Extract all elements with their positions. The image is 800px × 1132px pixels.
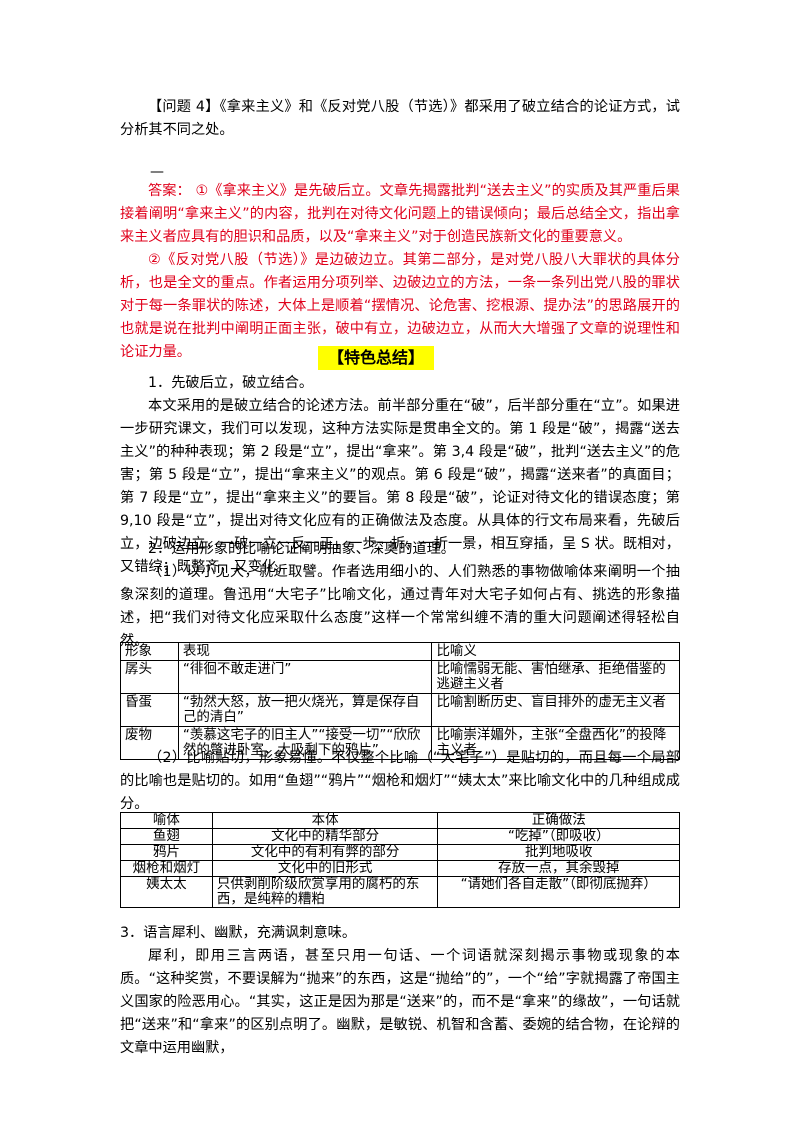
table-header-cell: 形象 [120, 642, 179, 661]
question-paragraph: 【问题 4】《拿来主义》和《反对党八股（节选）》都采用了破立结合的论证方式，试分… [120, 99, 680, 138]
section-heading: 【特色总结】 [318, 346, 434, 370]
answer-paragraph-2: ②《反对党八股（节选）》是边破边立。其第二部分，是对党八股八大罪状的具体分析，也… [120, 252, 680, 360]
table-cell: 昏蛋 [120, 693, 179, 727]
table-header-cell: 喻体 [120, 812, 213, 829]
table-cell: 文化中的精华部分 [211, 828, 439, 845]
table-cell: 比喻割断历史、盲目排外的虚无主义者 [431, 693, 680, 727]
table-row: 废物 “羡慕这宅子的旧主人”“接受一切”“欣欣然的蹩进卧室，大吸剩下的鸦片” 比… [120, 726, 680, 760]
table-cell: 孱头 [120, 660, 179, 694]
table-cell: “请她们各自走散”（即彻底抛弃） [437, 876, 680, 908]
table-header-cell: 比喻义 [431, 642, 680, 661]
table-cell: “羡慕这宅子的旧主人”“接受一切”“欣欣然的蹩进卧室，大吸剩下的鸦片” [177, 726, 433, 760]
answer-paragraph-1: 答案： ①《拿来主义》是先破后立。文章先揭露批判“送去主义”的实质及其严重后果接… [120, 183, 680, 245]
table-header-row: 形象 表现 比喻义 [120, 642, 680, 661]
table-row: 昏蛋 “勃然大怒，放一把火烧光，算是保存自己的清白” 比喻割断历史、盲目排外的虚… [120, 693, 680, 727]
table-cell: 文化中的有利有弊的部分 [211, 844, 439, 861]
section-3-title: 3．语言犀利、幽默，充满讽刺意味。 [120, 925, 357, 941]
metaphor-table: 形象 表现 比喻义 孱头 “徘徊不敢走进门” 比喻懦弱无能、害怕继承、拒绝借鉴的… [120, 642, 680, 760]
table-row: 鸦片 文化中的有利有弊的部分 批判地吸收 [120, 844, 680, 861]
table-row: 烟枪和烟灯 文化中的旧形式 存放一点，其余毁掉 [120, 860, 680, 877]
table-cell: 比喻崇洋媚外，主张“全盘西化”的投降主义者 [431, 726, 680, 760]
table-cell: “勃然大怒，放一把火烧光，算是保存自己的清白” [177, 693, 433, 727]
table-cell: 存放一点，其余毁掉 [437, 860, 680, 877]
table-cell: 文化中的旧形式 [211, 860, 439, 877]
table-cell: 烟枪和烟灯 [120, 860, 213, 877]
table-cell: 废物 [120, 726, 179, 760]
table-cell: 姨太太 [120, 876, 213, 908]
table-cell: 只供剥削阶级欣赏享用的腐朽的东西，是纯粹的糟粕 [211, 876, 439, 908]
table-row: 姨太太 只供剥削阶级欣赏享用的腐朽的东西，是纯粹的糟粕 “请她们各自走散”（即彻… [120, 876, 680, 908]
table-cell: 比喻懦弱无能、害怕继承、拒绝借鉴的逃避主义者 [431, 660, 680, 694]
table-cell: 鸦片 [120, 844, 213, 861]
section-2-title: 2．运用形象的比喻论证阐明抽象、深奥的道理。 [148, 541, 455, 557]
table-cell: “吃掉”（即吸收） [437, 828, 680, 845]
table-header-cell: 正确做法 [437, 812, 680, 829]
table-header-row: 喻体 本体 正确做法 [120, 812, 680, 829]
table-header-cell: 本体 [211, 812, 439, 829]
table-header-cell: 表现 [177, 642, 433, 661]
table-row: 鱼翅 文化中的精华部分 “吃掉”（即吸收） [120, 828, 680, 845]
section-1-title: 1．先破后立，破立结合。 [148, 375, 314, 391]
section-1-body: 本文采用的是破立结合的论述方法。前半部分重在“破”，后半部分重在“立”。如果进一… [120, 398, 680, 575]
section-3-body: 犀利，即用三言两语，甚至只用一句话、一个词语就深刻揭示事物或现象的本质。“这种奖… [120, 948, 680, 1056]
table-cell: “徘徊不敢走进门” [177, 660, 433, 694]
section-2-paragraph-2: （2）比喻贴切，形象易懂。不仅整个比喻（“大宅子”）是贴切的，而且每一个局部的比… [120, 750, 680, 812]
separator-dash: — [150, 164, 164, 180]
component-table: 喻体 本体 正确做法 鱼翅 文化中的精华部分 “吃掉”（即吸收） 鸦片 文化中的… [120, 812, 680, 908]
table-cell: 鱼翅 [120, 828, 213, 845]
table-cell: 批判地吸收 [437, 844, 680, 861]
table-row: 孱头 “徘徊不敢走进门” 比喻懦弱无能、害怕继承、拒绝借鉴的逃避主义者 [120, 660, 680, 694]
section-2-paragraph-1: （1）以小见大，就近取譬。作者选用细小的、人们熟悉的事物做喻体来阐明一个抽象深刻… [120, 564, 680, 649]
